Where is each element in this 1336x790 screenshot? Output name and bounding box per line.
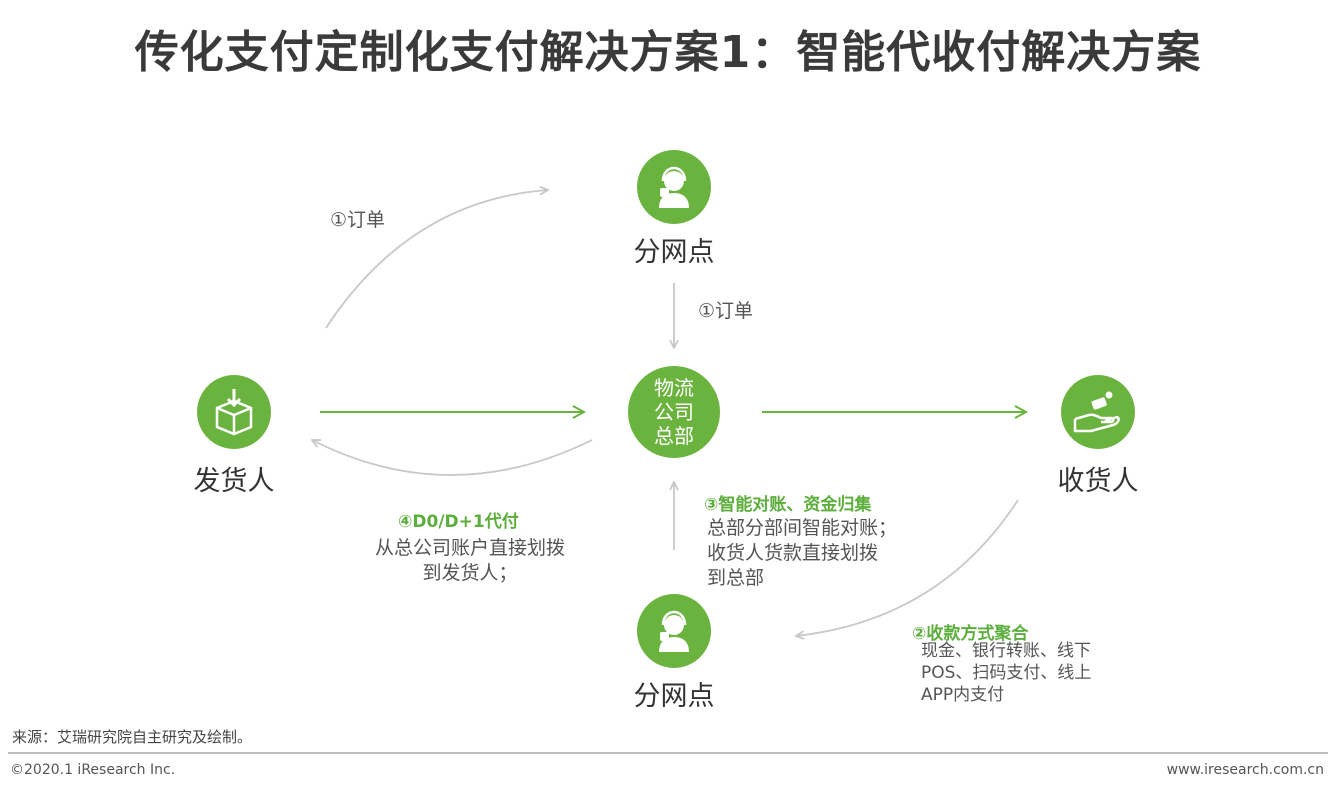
source-note: 来源：艾瑞研究院自主研究及绘制。	[12, 728, 253, 746]
receiver-node	[1061, 375, 1135, 449]
hub-label-line3: 总部	[654, 424, 694, 448]
arrow-receiver-to-bottom-branch	[796, 499, 1019, 636]
package-icon	[215, 389, 253, 436]
reconcile-line: 到总部	[707, 567, 765, 589]
footer-copyright: ©2020.1 iResearch Inc.	[10, 762, 176, 778]
edge-label-order-top: ①订单	[698, 300, 754, 322]
collection-line: 现金、银行转账、线下	[921, 641, 1091, 661]
hub-node: 物流 公司 总部	[628, 366, 720, 458]
hub-label-line2: 公司	[654, 400, 694, 424]
collection-heading: ②收款方式聚合	[912, 624, 1029, 644]
hand-receive-icon	[1073, 391, 1120, 433]
reconcile-heading: ③智能对账、资金归集	[704, 495, 872, 515]
collection-note: 现金、银行转账、线下 POS、扫码支付、线上 APP内支付	[921, 640, 1091, 706]
reconcile-line: 收货人货款直接划拨	[707, 542, 879, 564]
payout-note: 从总公司账户直接划拨 到发货人；	[360, 536, 580, 586]
hub-label-line1: 物流	[654, 376, 694, 400]
bottom-branch-node	[637, 594, 711, 668]
reconcile-note: 总部分部间智能对账； 收货人货款直接划拨 到总部	[707, 516, 897, 591]
collection-line: APP内支付	[921, 685, 1005, 705]
payout-line: 从总公司账户直接划拨	[374, 537, 565, 559]
payout-heading: ④D0/D+1代付	[398, 512, 519, 532]
headset-agent-icon	[659, 610, 689, 652]
bottom-branch-label: 分网点	[633, 681, 715, 712]
shipper-label: 发货人	[193, 466, 275, 497]
headset-agent-icon	[659, 166, 689, 208]
arrow-hub-to-shipper	[312, 440, 593, 476]
footer-website: www.iresearch.com.cn	[1166, 762, 1324, 778]
receiver-label: 收货人	[1057, 466, 1139, 497]
collection-line: POS、扫码支付、线上	[921, 663, 1092, 683]
arrow-shipper-to-top-branch	[325, 190, 548, 329]
edge-label-order-left: ①订单	[330, 209, 386, 231]
shipper-node	[197, 375, 271, 449]
top-branch-node	[637, 150, 711, 224]
page-title: 传化支付定制化支付解决方案1：智能代收付解决方案	[134, 27, 1202, 78]
footer-divider	[8, 752, 1328, 754]
top-branch-label: 分网点	[633, 237, 715, 268]
reconcile-line: 总部分部间智能对账；	[707, 517, 898, 539]
payout-line: 到发货人；	[422, 562, 518, 584]
